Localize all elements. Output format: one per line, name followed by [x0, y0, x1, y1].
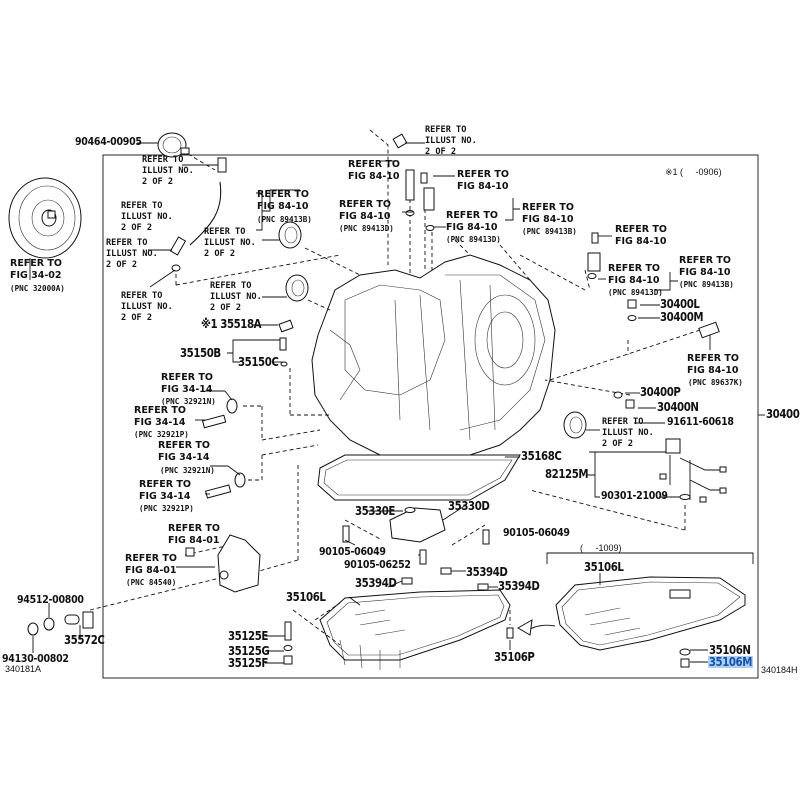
part-label-35572C[interactable]: 35572C [64, 633, 105, 647]
refer-illust-note: REFER TO ILLUST NO. 2 OF 2 [204, 227, 256, 259]
part-label-35518A[interactable]: ※1 35518A [201, 317, 262, 331]
refer-fig-34-14: REFER TO FIG 34-14 [134, 405, 186, 428]
refer-fig-84-10: REFER TO FIG 84-10 [615, 224, 667, 247]
refer-illust-note: REFER TO ILLUST NO. 2 OF 2 [210, 281, 262, 313]
shift-lever-parts-drawing [27, 603, 94, 653]
part-label-35150C[interactable]: 35150C [238, 355, 279, 369]
part-label-35168C[interactable]: 35168C [521, 449, 562, 463]
pnc-89413B: (PNC 89413B) [257, 215, 312, 224]
refer-illust-note: REFER TO ILLUST NO. 2 OF 2 [121, 291, 173, 323]
refer-illust-note: REFER TO ILLUST NO. 2 OF 2 [602, 417, 654, 449]
sensor-hardware-drawing [201, 133, 727, 503]
part-label-35125G[interactable]: 35125G [228, 644, 270, 658]
main-frame [102, 154, 759, 679]
part-label-35106L-inset[interactable]: 35106L [584, 560, 624, 574]
refer-fig-84-10: REFER TO FIG 84-10 [339, 199, 391, 222]
part-label-35150B[interactable]: 35150B [180, 346, 221, 360]
leader-lines [176, 142, 765, 664]
refer-fig-84-10: REFER TO FIG 84-10 [257, 189, 309, 212]
part-label-94512-00800[interactable]: 94512-00800 [17, 594, 84, 606]
part-label-35106M-highlighted[interactable]: 35106M [708, 655, 753, 669]
refer-fig-84-10: REFER TO FIG 84-10 [608, 263, 660, 286]
figure-id-right: 340184H [761, 665, 798, 675]
date-note-0906: ※1 ( -0906) [665, 167, 722, 177]
pnc-89637K: (PNC 89637K) [688, 378, 743, 387]
pnc-32921N: (PNC 32921N) [161, 397, 216, 406]
pnc-32921P: (PNC 32921P) [139, 504, 194, 513]
part-label-30400P[interactable]: 30400P [640, 385, 681, 399]
part-label-35106N[interactable]: 35106N [709, 643, 751, 657]
pnc-89413B: (PNC 89413B) [522, 227, 577, 236]
date-note-1009: ( -1009) [580, 543, 622, 553]
refer-fig-84-10: REFER TO FIG 84-10 [687, 353, 739, 376]
part-label-30400M[interactable]: 30400M [660, 310, 704, 324]
part-label-91611-60618[interactable]: 91611-60618 [667, 416, 734, 428]
part-label-30400[interactable]: 30400 [766, 407, 800, 421]
pnc-84540: (PNC 84540) [126, 578, 177, 587]
part-label-35394D[interactable]: 35394D [498, 579, 540, 593]
breather-hose-drawing [148, 157, 341, 288]
oil-pan-drawing [283, 589, 514, 670]
oil-seals-drawing [262, 221, 600, 439]
pnc-32921P: (PNC 32921P) [134, 430, 189, 439]
refer-fig-34-14: REFER TO FIG 34-14 [158, 440, 210, 463]
part-label-35394D[interactable]: 35394D [355, 576, 397, 590]
part-label-35125F[interactable]: 35125F [228, 656, 268, 670]
refer-fig-84-10: REFER TO FIG 84-10 [446, 210, 498, 233]
refer-fig-84-10: REFER TO FIG 84-10 [457, 169, 509, 192]
pnc-89413D: (PNC 89413D) [608, 288, 663, 297]
part-label-35125E[interactable]: 35125E [228, 629, 268, 643]
part-label-94130-00802[interactable]: 94130-00802 [2, 653, 69, 665]
dashed-leaders [89, 129, 701, 611]
refer-illust-note: REFER TO ILLUST NO. 2 OF 2 [425, 125, 477, 157]
pnc-89413D: (PNC 89413D) [339, 224, 394, 233]
part-label-90301-21009[interactable]: 90301-21009 [601, 490, 668, 502]
refer-fig-84-10: REFER TO FIG 84-10 [522, 202, 574, 225]
refer-fig-84-10: REFER TO FIG 84-10 [348, 159, 400, 182]
part-label-90105-06252[interactable]: 90105-06252 [344, 559, 411, 571]
pnc-32000A: (PNC 32000A) [10, 284, 65, 293]
transaxle-case-drawing [311, 254, 556, 501]
refer-fig-84-10: REFER TO FIG 84-10 [679, 255, 731, 278]
part-label-90464-00905[interactable]: 90464-00905 [75, 136, 142, 148]
part-label-30400L[interactable]: 30400L [660, 297, 700, 311]
pnc-89413D: (PNC 89413D) [446, 235, 501, 244]
inset-bracket [546, 552, 754, 564]
figure-id-left: 340181A [5, 664, 42, 674]
refer-fig-84-01: REFER TO FIG 84-01 [125, 553, 177, 576]
refer-fig-34-14: REFER TO FIG 34-14 [161, 372, 213, 395]
part-label-90105-06049[interactable]: 90105-06049 [319, 546, 386, 558]
clamp-drawing [137, 132, 216, 171]
refer-fig-84-01: REFER TO FIG 84-01 [168, 523, 220, 546]
part-label-30400N[interactable]: 30400N [657, 400, 699, 414]
part-label-35106L[interactable]: 35106L [286, 590, 326, 604]
part-label-82125M[interactable]: 82125M [545, 467, 589, 481]
refer-illust-note: REFER TO ILLUST NO. 2 OF 2 [106, 238, 158, 270]
oil-pan-inset-drawing [517, 576, 746, 668]
refer-illust-note: REFER TO ILLUST NO. 2 OF 2 [121, 201, 173, 233]
refer-illust-note: REFER TO ILLUST NO. 2 OF 2 [142, 155, 194, 187]
torque-converter-drawing [8, 177, 82, 280]
refer-fig-34-02: REFER TO FIG 34-02 [10, 258, 62, 281]
refer-fig-34-14: REFER TO FIG 34-14 [139, 479, 191, 502]
part-label-35106P[interactable]: 35106P [494, 650, 535, 664]
pnc-32921N: (PNC 32921N) [160, 466, 215, 475]
part-label-90105-06049[interactable]: 90105-06049 [503, 527, 570, 539]
pnc-89413B: (PNC 89413B) [679, 280, 734, 289]
oil-strainer-drawing [342, 504, 490, 565]
part-label-35394D[interactable]: 35394D [466, 565, 508, 579]
neutral-switch-drawing [185, 534, 261, 593]
part-label-35330D[interactable]: 35330D [448, 499, 490, 513]
part-label-35330E[interactable]: 35330E [355, 504, 395, 518]
